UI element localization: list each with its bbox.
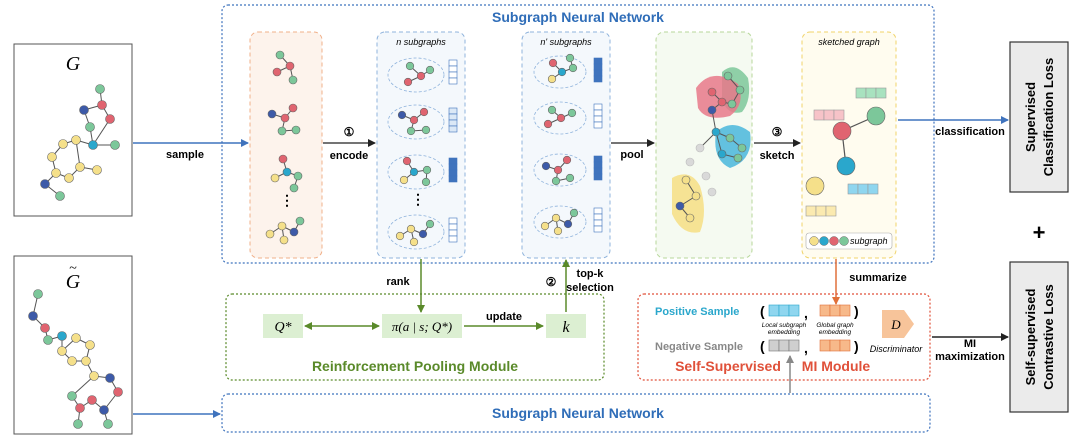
sketched-graph-label: sketched graph: [818, 37, 880, 47]
graph-g-box: [13, 43, 133, 217]
sgnn-bottom-box: [221, 393, 931, 433]
n-prime-subgraphs-label: n' subgraphs: [540, 37, 592, 47]
mi-positive-pair: ( , ): [760, 303, 859, 321]
n-prime-subgraphs-box: [521, 31, 611, 259]
n-subgraphs-label: n subgraphs: [396, 37, 446, 47]
graph-g-tilde-nodes: [28, 289, 123, 429]
n-subgraph-4: [395, 219, 435, 247]
rpm-box: [225, 293, 605, 381]
rpm-q-label: Q*: [274, 320, 291, 335]
rpm-policy-label: π(a | s; Q*): [392, 319, 452, 334]
topk-label-line2: selection: [566, 282, 614, 294]
svg-text:(: (: [760, 338, 765, 354]
mi-negative-label: Negative Sample: [655, 341, 743, 353]
sketch-label: sketch: [760, 150, 795, 162]
topk-step-number: ②: [546, 275, 557, 289]
encode-label: encode: [330, 150, 369, 162]
mi-positive-label: Positive Sample: [655, 306, 739, 318]
sampled-subgraph-2: [267, 103, 301, 136]
graph-g-tilde-label: G: [66, 271, 81, 293]
rpm-k-label: k: [562, 319, 570, 336]
sketched-graph-nodes: [805, 106, 886, 196]
legend-yellow-node: [809, 236, 819, 246]
sgnn-top-box: [221, 4, 935, 264]
n-prime-subgraph-2: [543, 105, 577, 129]
legend-green-node: [839, 236, 849, 246]
sample-label: sample: [166, 149, 204, 161]
supervised-loss-line1: Supervised: [1023, 82, 1038, 152]
n-prime-subgraph-1: [547, 53, 578, 84]
legend-cyan-node: [819, 236, 829, 246]
mi-title-left: Self-Supervised: [675, 358, 781, 374]
rank-label: rank: [386, 276, 410, 288]
sketch-step-number: ③: [772, 125, 783, 139]
mi-local-line2: embedding: [768, 329, 801, 336]
sgnn-top-title: Subgraph Neural Network: [492, 9, 664, 25]
classification-label: classification: [935, 126, 1005, 138]
svg-text:): ): [854, 338, 859, 354]
n-prime-subgraph-4: [540, 208, 579, 236]
n-subgraph-ellipses: [387, 57, 445, 250]
discriminator-shape: [882, 310, 914, 338]
n-subgraph-1: [403, 61, 435, 87]
n-subgraphs-ellipsis: ⋮: [411, 191, 425, 207]
sampled-subgraph-1: [272, 50, 298, 85]
sampled-subgraphs-box: [249, 31, 323, 259]
legend-subgraph-label: subgraph: [850, 236, 888, 246]
pooled-graph-nodes: [675, 71, 747, 223]
rpm-k-node: [546, 314, 586, 338]
mi-maximization-line1: MI: [964, 338, 976, 350]
svg-text:,: ,: [804, 305, 808, 321]
n-prime-subgraph-embeddings: [593, 57, 603, 233]
mi-global-line2: embedding: [819, 329, 852, 336]
svg-text:(: (: [760, 303, 765, 319]
n-subgraph-2: [397, 107, 431, 136]
sampled-subgraph-3: [270, 154, 303, 193]
self-loss-line1: Self-supervised: [1023, 289, 1038, 386]
mi-title-right: MI Module: [802, 358, 871, 374]
mi-negative-pair: ( , ): [760, 338, 859, 356]
n-subgraph-embeddings: [448, 59, 458, 243]
discriminator-label: Discriminator: [870, 344, 924, 354]
n-subgraphs-box: [376, 31, 466, 259]
sketched-graph-embeddings: [805, 87, 887, 217]
graph-g-label: G: [66, 53, 81, 75]
sampled-subgraph-4: [265, 216, 305, 245]
sgnn-bottom-title: Subgraph Neural Network: [492, 405, 664, 421]
discriminator-symbol: D: [890, 317, 901, 332]
mi-global-line1: Global graph: [816, 322, 854, 329]
legend-red-node: [829, 236, 839, 246]
sampled-ellipsis: ⋮: [280, 192, 294, 208]
topk-label-line1: top-k: [577, 268, 605, 280]
supervised-loss-line2: Classification Loss: [1041, 58, 1056, 176]
encode-step-number: ①: [344, 125, 355, 139]
svg-text:,: ,: [804, 340, 808, 356]
graph-g-nodes: [40, 84, 120, 201]
summarize-label: summarize: [849, 272, 906, 284]
graph-g-tilde-mark: ~: [69, 261, 77, 276]
supervised-loss-box: [1009, 41, 1069, 193]
plus-sign: +: [1033, 220, 1046, 245]
n-subgraph-3: [399, 156, 432, 187]
n-prime-subgraph-3: [541, 155, 575, 186]
rpm-policy-node: [382, 314, 462, 338]
mi-box: [637, 293, 931, 381]
rpm-update-label: update: [486, 311, 522, 323]
subgraph-legend: [805, 232, 893, 250]
rpm-q-node: [263, 314, 303, 338]
self-loss-line2: Contrastive Loss: [1041, 284, 1056, 389]
sketched-graph-box: [801, 31, 897, 259]
mi-local-line1: Local subgraph: [762, 322, 807, 329]
graph-g-tilde-box: [13, 255, 133, 435]
mi-maximization-line2: maximization: [935, 351, 1005, 363]
svg-text:): ): [854, 303, 859, 319]
n-prime-subgraph-ellipses: [533, 55, 587, 239]
self-supervised-loss-box: [1009, 261, 1069, 413]
rpm-title: Reinforcement Pooling Module: [312, 358, 518, 374]
pool-label: pool: [620, 149, 643, 161]
